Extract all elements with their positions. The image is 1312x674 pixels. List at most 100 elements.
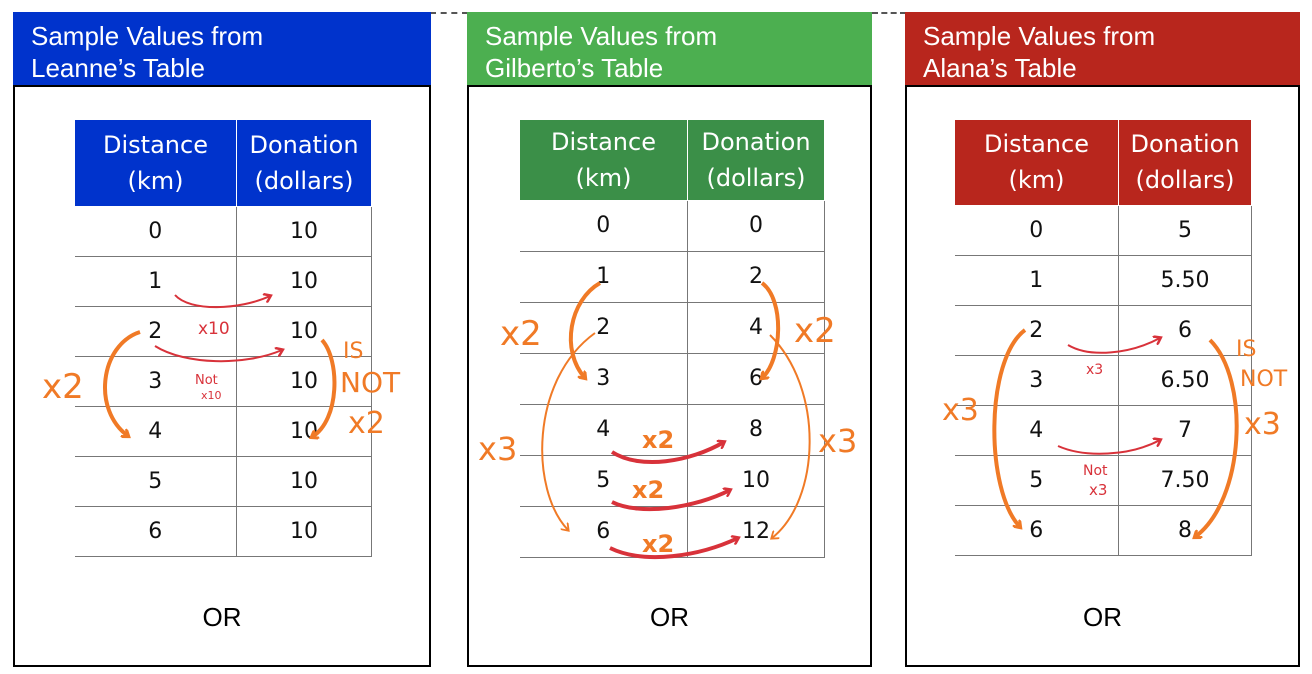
header-text: Donation: [249, 130, 359, 159]
distance-cell: 4: [519, 403, 688, 456]
donation-cell: 2: [687, 250, 825, 303]
donation-cell: 10: [236, 355, 372, 407]
distance-cell: 5: [954, 454, 1119, 506]
donation-cell: 5.50: [1118, 254, 1252, 306]
panel-header: Sample Values from Gilberto’s Table: [467, 12, 872, 85]
header-text: Distance: [984, 130, 1089, 159]
panel-title-line1: Sample Values from: [923, 21, 1156, 51]
donation-cell: 10: [236, 205, 372, 257]
column-header-donation: Donation (dollars): [1118, 120, 1252, 206]
table-header-row: Distance (km) Donation (dollars): [519, 120, 825, 201]
distance-cell: 4: [74, 405, 237, 457]
distance-cell: 3: [519, 352, 688, 405]
panel-leanne: Sample Values from Leanne’s Table Distan…: [13, 12, 431, 667]
distance-cell: 5: [519, 454, 688, 507]
donation-cell: 7.50: [1118, 454, 1252, 506]
header-unit: (km): [575, 163, 632, 192]
header-text: Donation: [701, 127, 811, 156]
header-unit: (km): [1008, 166, 1065, 195]
panel-title-line2: Alana’s Table: [923, 53, 1077, 83]
distance-cell: 5: [74, 455, 237, 507]
distance-cell: 2: [74, 305, 237, 357]
table-header-row: Distance (km) Donation (dollars): [74, 120, 372, 207]
panel-header: Sample Values from Leanne’s Table: [13, 12, 431, 85]
donation-cell: 8: [687, 403, 825, 456]
panel-title-line1: Sample Values from: [31, 21, 264, 51]
donation-cell: 10: [687, 454, 825, 507]
distance-cell: 4: [954, 404, 1119, 456]
donation-cell: 10: [236, 505, 372, 557]
top-dashed-line-left: [430, 12, 468, 14]
distance-cell: 1: [74, 255, 237, 307]
distance-cell: 3: [954, 354, 1119, 406]
donation-cell: 5: [1118, 204, 1252, 256]
donation-cell: 10: [236, 255, 372, 307]
distance-cell: 1: [954, 254, 1119, 306]
header-text: Distance: [551, 127, 656, 156]
header-unit: (dollars): [1135, 166, 1235, 195]
panel-title-line1: Sample Values from: [485, 21, 718, 51]
header-text: Distance: [103, 130, 208, 159]
panel-header: Sample Values from Alana’s Table: [905, 12, 1300, 85]
or-label: OR: [1083, 602, 1122, 632]
panel-title-line2: Gilberto’s Table: [485, 53, 664, 83]
panel-title-line2: Leanne’s Table: [31, 53, 205, 83]
header-unit: (km): [127, 166, 184, 195]
donation-cell: 4: [687, 301, 825, 354]
donation-cell: 10: [236, 455, 372, 507]
distance-cell: 2: [954, 304, 1119, 356]
distance-cell: 0: [74, 205, 237, 257]
donation-cell: 10: [236, 305, 372, 357]
distance-cell: 0: [954, 204, 1119, 256]
donation-cell: 8: [1118, 504, 1252, 556]
distance-cell: 2: [519, 301, 688, 354]
column-header-distance: Distance (km): [74, 120, 237, 207]
donation-cell: 6: [687, 352, 825, 405]
panel-alana: Sample Values from Alana’s Table Distanc…: [905, 12, 1300, 667]
distance-cell: 0: [519, 199, 688, 252]
header-unit: (dollars): [706, 163, 806, 192]
distance-cell: 6: [954, 504, 1119, 556]
donation-cell: 10: [236, 405, 372, 457]
distance-cell: 3: [74, 355, 237, 407]
donation-cell: 12: [687, 505, 825, 558]
donation-cell: 6: [1118, 304, 1252, 356]
column-header-donation: Donation (dollars): [236, 120, 372, 207]
column-header-donation: Donation (dollars): [687, 120, 825, 201]
donation-cell: 0: [687, 199, 825, 252]
donation-cell: 6.50: [1118, 354, 1252, 406]
panel-gilberto: Sample Values from Gilberto’s Table Dist…: [467, 12, 872, 667]
distance-cell: 1: [519, 250, 688, 303]
table-header-row: Distance (km) Donation (dollars): [954, 120, 1252, 206]
or-label: OR: [650, 602, 689, 632]
column-header-distance: Distance (km): [519, 120, 688, 201]
top-dashed-line-right: [872, 12, 906, 14]
header-unit: (dollars): [254, 166, 354, 195]
header-text: Donation: [1130, 130, 1240, 159]
distance-cell: 6: [519, 505, 688, 558]
